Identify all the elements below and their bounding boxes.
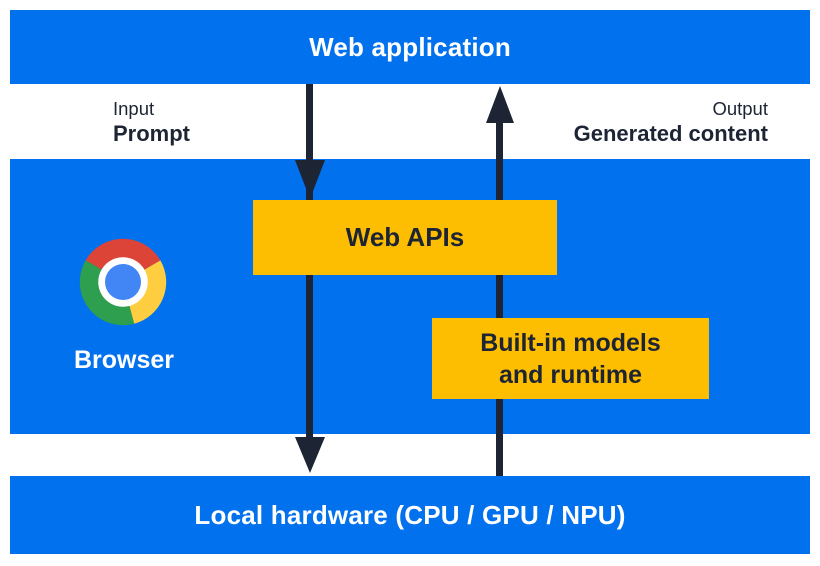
web-application-label: Web application: [309, 31, 511, 62]
output-title: Output: [712, 98, 768, 119]
local-hardware-label: Local hardware (CPU / GPU / NPU): [194, 499, 626, 530]
chrome-browser-icon: [79, 238, 167, 326]
input-label-group: Input Prompt: [113, 97, 190, 147]
builtin-models-label: Built-in models and runtime: [480, 328, 661, 389]
web-application-bar: Web application: [10, 10, 810, 84]
builtin-models-box: Built-in models and runtime: [432, 318, 709, 399]
output-value: Generated content: [573, 121, 768, 146]
input-title: Input: [113, 98, 155, 119]
web-apis-box: Web APIs: [253, 200, 557, 275]
down-arrowhead-icon: [295, 160, 325, 199]
input-value: Prompt: [113, 121, 190, 146]
up-arrowhead-icon: [486, 86, 514, 123]
up-arrow-line: [496, 120, 503, 476]
web-apis-label: Web APIs: [345, 222, 465, 252]
output-label-group: Output Generated content: [574, 97, 768, 147]
local-hardware-bar: Local hardware (CPU / GPU / NPU): [10, 476, 810, 554]
browser-label: Browser: [73, 346, 175, 374]
down-arrowhead-icon: [295, 437, 325, 473]
